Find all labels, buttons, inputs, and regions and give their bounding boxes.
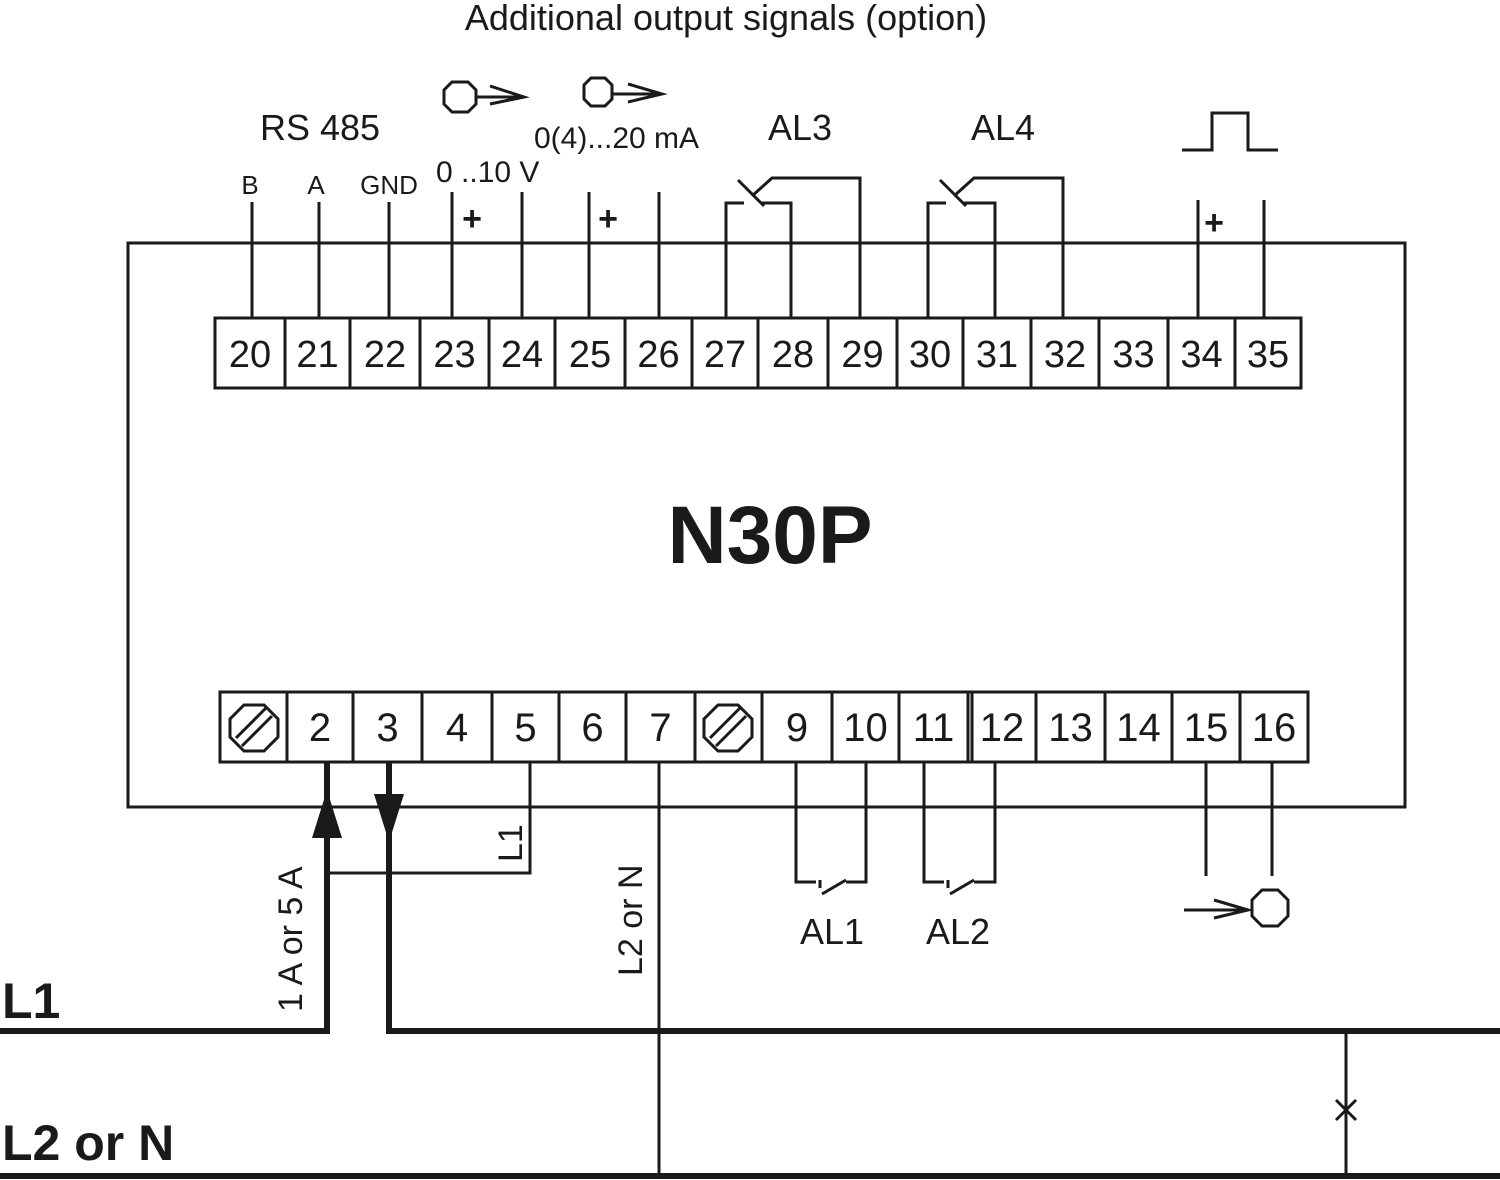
top-terminal-22: 22 <box>364 334 406 376</box>
top-terminal-23: 23 <box>433 334 475 376</box>
alarm3-label: AL3 <box>768 107 832 148</box>
bottom-terminal-5: 5 <box>514 706 536 750</box>
plus-sign-23: + <box>462 200 482 238</box>
screw-terminal-icon-2 <box>702 703 754 753</box>
screw-terminal-icon <box>228 703 280 753</box>
bottom-terminal-14: 14 <box>1116 706 1161 750</box>
voltage-tap-label: L1 <box>492 824 530 862</box>
top-terminal-21: 21 <box>296 334 338 376</box>
rs485-label: RS 485 <box>260 107 380 148</box>
impulse-counter-icon <box>1184 888 1290 928</box>
current-output-label: 0(4)...20 mA <box>534 122 699 155</box>
rail-l1-label: L1 <box>2 973 60 1029</box>
top-terminal-29: 29 <box>841 334 883 376</box>
current-input-label: 1 A or 5 A <box>272 866 310 1012</box>
current-in-arrow <box>312 790 342 838</box>
top-terminal-26: 26 <box>637 334 679 376</box>
bottom-terminal-2: 2 <box>309 706 331 750</box>
rs485-b-label: B <box>241 170 258 200</box>
rs485-gnd-label: GND <box>360 170 418 200</box>
top-terminal-25: 25 <box>569 334 611 376</box>
diagram-header: Additional output signals (option) <box>465 0 987 38</box>
device-model: N30P <box>667 490 872 581</box>
bottom-terminal-13: 13 <box>1048 706 1093 750</box>
bottom-terminal-7: 7 <box>649 706 671 750</box>
bottom-terminal-6: 6 <box>581 706 603 750</box>
analog-output-icon-2 <box>582 76 668 108</box>
rail-neutral-label: L2 or N <box>2 1115 174 1171</box>
bottom-terminal-3: 3 <box>376 706 398 750</box>
analog-output-icon <box>442 80 530 114</box>
top-terminal-20: 20 <box>229 334 271 376</box>
top-terminal-24: 24 <box>501 334 543 376</box>
bottom-terminal-15: 15 <box>1184 706 1229 750</box>
top-terminal-35: 35 <box>1247 334 1289 376</box>
top-terminal-31: 31 <box>976 334 1018 376</box>
top-terminal-27: 27 <box>704 334 746 376</box>
top-terminal-block: 20 21 22 23 24 25 26 27 28 29 30 31 32 33 34 35 <box>213 316 1303 390</box>
bottom-wiring <box>0 762 1500 1179</box>
top-terminal-28: 28 <box>772 334 814 376</box>
current-out-arrow <box>374 794 404 842</box>
rs485-a-label: A <box>307 170 325 200</box>
bottom-terminal-12: 12 <box>980 706 1025 750</box>
bottom-terminal-16: 16 <box>1252 706 1297 750</box>
top-terminal-30: 30 <box>909 334 951 376</box>
bottom-terminal-block: 2 3 4 5 6 7 9 10 11 12 13 14 15 16 <box>218 690 1310 764</box>
top-terminal-33: 33 <box>1112 334 1154 376</box>
top-terminal-34: 34 <box>1180 334 1222 376</box>
bottom-terminal-10: 10 <box>843 706 888 750</box>
voltage-output-label: 0 ..10 V <box>436 156 539 189</box>
alarm2-label: AL2 <box>926 911 990 952</box>
alarm1-label: AL1 <box>800 911 864 952</box>
top-wiring <box>250 176 1266 318</box>
alarm4-label: AL4 <box>971 107 1035 148</box>
bottom-terminal-11: 11 <box>913 706 955 750</box>
top-terminal-32: 32 <box>1044 334 1086 376</box>
pulse-output-icon <box>1182 111 1278 152</box>
neutral-tap-label: L2 or N <box>612 865 650 977</box>
bottom-terminal-4: 4 <box>446 706 468 750</box>
plus-sign-34: + <box>1204 204 1224 242</box>
plus-sign-25: + <box>598 200 618 238</box>
bottom-terminal-9: 9 <box>786 706 808 750</box>
